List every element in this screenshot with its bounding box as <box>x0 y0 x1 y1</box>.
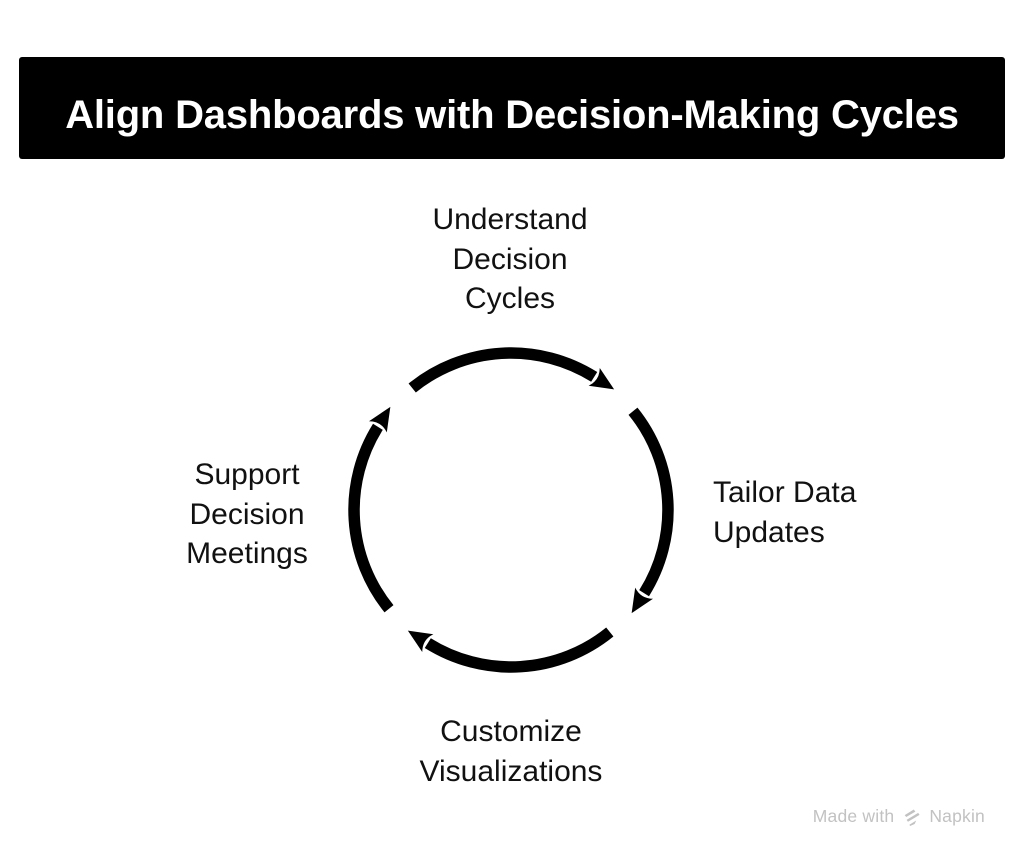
cycle-arrow-bottom <box>407 627 614 673</box>
watermark-brand-text: Napkin <box>929 806 985 826</box>
watermark: Made with Napkin <box>813 806 985 827</box>
diagram-title: Align Dashboards with Decision-Making Cy… <box>65 92 959 137</box>
cycle-step-customize-visualizations: Customize Visualizations <box>419 715 603 788</box>
cycle-arrow-right <box>628 407 674 614</box>
watermark-made-with-text: Made with <box>812 806 895 826</box>
cycle-arrow-left <box>348 406 394 613</box>
title-banner: Align Dashboards with Decision-Making Cy… <box>19 57 1005 159</box>
cycle-step-tailor-data-updates: Tailor Data Updates <box>713 476 857 549</box>
cycle-step-support-decision-meetings: Support Decision Meetings <box>186 458 308 570</box>
cycle-arrow-top <box>408 347 615 393</box>
cycle-step-understand-decision-cycles: Understand Decision Cycles <box>432 203 588 315</box>
napkin-logo-icon <box>904 809 920 826</box>
